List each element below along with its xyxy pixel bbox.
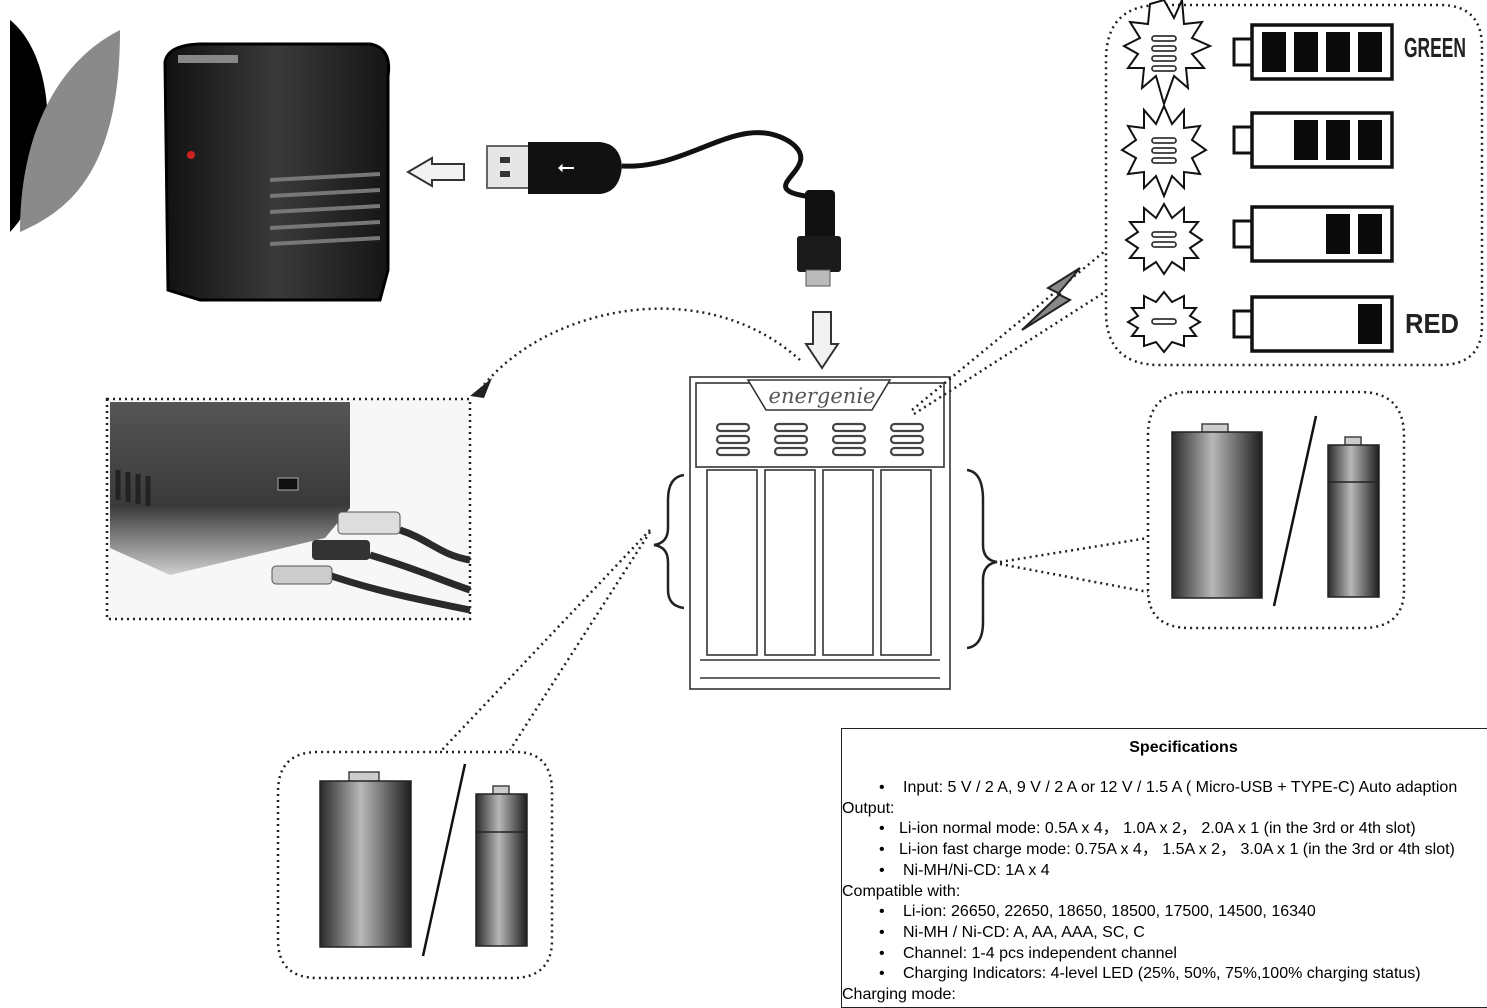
charge-segment	[1358, 304, 1382, 344]
charge-segment	[1326, 32, 1350, 72]
leader-lines	[439, 231, 1149, 753]
charge-segment	[1326, 214, 1350, 254]
right-brace	[966, 468, 998, 650]
arrow-to-charger	[804, 311, 840, 370]
pc-tower	[163, 42, 391, 302]
input-spec: Input: 5 V / 2 A, 9 V / 2 A or 12 V / 1.…	[879, 778, 1487, 799]
charge-segment	[1358, 120, 1382, 160]
battery-indicator-25	[1232, 295, 1394, 353]
red-label: RED	[1405, 308, 1459, 339]
indicator-callout	[1104, 3, 1484, 367]
compatible-heading: Compatible with:	[842, 882, 961, 900]
led-burst-icons	[1120, 0, 1213, 354]
specifications-body: Input: 5 V / 2 A, 9 V / 2 A or 12 V / 1.…	[842, 778, 1487, 1006]
charge-segment	[1294, 32, 1318, 72]
compatible-spec-item: Charging Indicators: 4-level LED (25%, 5…	[879, 964, 1487, 985]
output-spec-item: Li-ion normal mode: 0.5A x 4， 1.0A x 2， …	[879, 819, 1487, 840]
charger-drawing	[689, 376, 951, 690]
charge-segment	[1262, 32, 1286, 72]
brand-logo: energenie	[769, 384, 876, 408]
battery-types-callout-right	[1146, 390, 1406, 630]
green-label: GREEN	[1404, 32, 1466, 63]
battery-indicator-75	[1232, 111, 1394, 169]
leaf-logo	[10, 20, 120, 232]
charger-photo-inset	[105, 397, 472, 621]
arrow-to-pc	[406, 156, 465, 188]
charge-segment	[1294, 120, 1318, 160]
svg-text:⭠: ⭠	[557, 155, 575, 180]
compatible-spec-item: Li-ion: 26650, 22650, 18650, 18500, 1750…	[879, 902, 1487, 923]
battery-level-indicators	[1232, 23, 1394, 353]
charge-segment	[1358, 32, 1382, 72]
battery-types-callout-left	[276, 750, 554, 980]
output-heading: Output:	[842, 799, 895, 817]
specifications-panel: Specifications Input: 5 V / 2 A, 9 V / 2…	[841, 728, 1487, 1008]
battery-indicator-100	[1232, 23, 1394, 81]
charge-segment	[1358, 214, 1382, 254]
usb-cable: ⭠	[486, 130, 841, 287]
output-spec-item: Ni-MH/Ni-CD: 1A x 4	[879, 861, 1487, 882]
compatible-spec-item: Channel: 1-4 pcs independent channel	[879, 944, 1487, 965]
left-brace	[653, 473, 685, 610]
specifications-title: Specifications	[1129, 739, 1238, 756]
lightning-icon	[1021, 267, 1081, 331]
charging-mode-heading: Charging mode:	[842, 986, 956, 1004]
callout-arc-to-photo	[479, 307, 801, 391]
battery-indicator-50	[1232, 205, 1394, 263]
compatible-spec-item: Ni-MH / Ni-CD: A, AA, AAA, SC, C	[879, 923, 1487, 944]
callout-arrowhead	[470, 378, 492, 398]
output-spec-item: Li-ion fast charge mode: 0.75A x 4， 1.5A…	[879, 840, 1487, 861]
charge-segment	[1326, 120, 1350, 160]
